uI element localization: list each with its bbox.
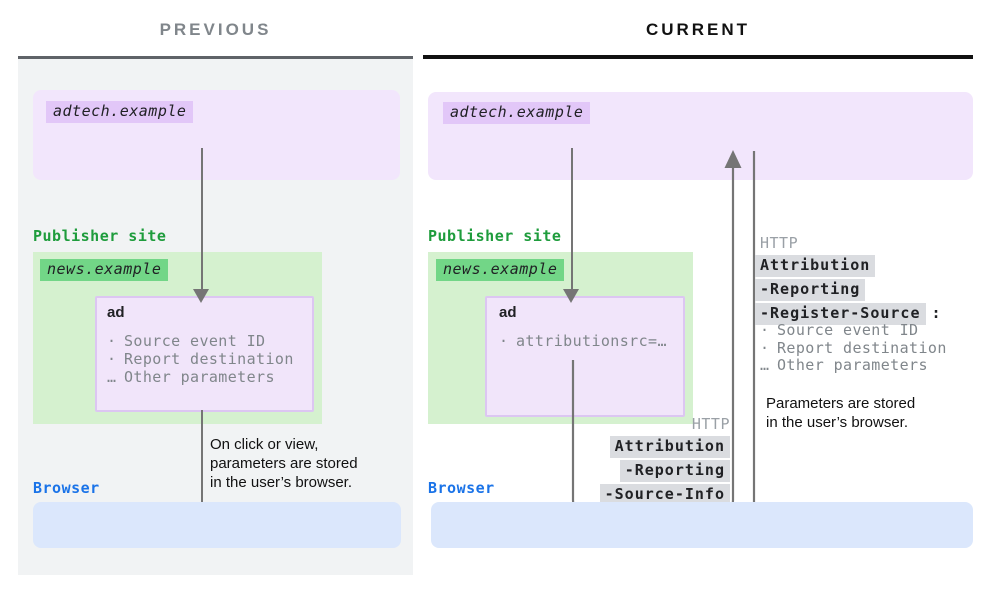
current-ad-params: · attributionsrc=…	[499, 332, 667, 350]
previous-arrow-adtech-to-ad-line	[201, 148, 203, 289]
param-text: Other parameters	[124, 368, 275, 386]
param-row: · attributionsrc=…	[499, 332, 667, 350]
param-text: attributionsrc=…	[516, 332, 667, 350]
previous-column-title: PREVIOUS	[159, 20, 272, 39]
bullet-marker: ·	[107, 332, 117, 350]
previous-divider-rule	[18, 56, 413, 59]
header-colon: :	[931, 304, 941, 322]
header-line: -Register-Source	[755, 303, 926, 325]
current-column-title: CURRENT	[645, 20, 751, 39]
current-browser-label: Browser	[428, 479, 495, 497]
previous-adtech-box: adtech.example	[33, 90, 400, 180]
current-arrow-adtech-to-ad-line	[571, 148, 573, 289]
source-info-request-label: HTTP Attribution -Reporting -Source-Info	[530, 415, 730, 506]
param-row: · Source event ID	[107, 332, 294, 350]
previous-arrow-adtech-to-ad-head	[193, 289, 209, 303]
previous-ad-title: ad	[107, 304, 125, 321]
current-adtech-domain-label: adtech.example	[443, 102, 591, 124]
header-line: -Reporting	[755, 279, 866, 301]
param-text: Report destination	[124, 350, 294, 368]
previous-publisher-site-label: Publisher site	[33, 227, 167, 245]
bullet-marker: ·	[760, 321, 770, 339]
http-protocol-label: HTTP	[691, 415, 730, 433]
previous-browser-label: Browser	[33, 479, 100, 497]
current-adtech-box: adtech.example	[428, 92, 973, 180]
previous-ad-params: · Source event ID · Report destination ……	[107, 332, 294, 386]
current-ad-title: ad	[499, 304, 517, 321]
current-news-domain-label: news.example	[436, 259, 565, 281]
current-publisher-site-label: Publisher site	[428, 227, 562, 245]
header-line: -Source-Info	[599, 484, 730, 506]
param-text: Report destination	[777, 338, 947, 357]
bullet-marker: ·	[107, 350, 117, 368]
current-ad-box: ad · attributionsrc=…	[485, 296, 685, 417]
http-protocol-label: HTTP	[760, 234, 799, 252]
register-source-params: · Source event ID · Report destination ……	[760, 321, 947, 375]
bullet-marker: ·	[760, 338, 770, 357]
note-line: parameters are stored	[210, 455, 358, 472]
register-source-request-label: HTTP Attribution -Reporting -Register-So…	[755, 234, 985, 325]
previous-flow-note: On click or view, parameters are stored …	[210, 435, 358, 492]
current-arrow-adtech-to-ad-head	[563, 289, 579, 303]
current-stored-note: Parameters are stored in the user’s brow…	[766, 394, 915, 432]
note-line: Parameters are stored	[766, 395, 916, 412]
previous-browser-box	[33, 502, 401, 548]
header-line: -Reporting	[619, 460, 730, 482]
previous-arrow-ad-to-browser-line	[201, 410, 203, 502]
bullet-marker: ·	[499, 332, 509, 350]
previous-news-domain-label: news.example	[40, 259, 169, 281]
current-browser-box	[431, 502, 973, 548]
current-divider-rule	[423, 55, 973, 59]
param-text: Other parameters	[777, 356, 928, 374]
param-row: … Other parameters	[760, 356, 947, 375]
param-row: … Other parameters	[107, 368, 294, 386]
previous-adtech-domain-label: adtech.example	[46, 101, 194, 123]
note-line: On click or view,	[210, 436, 319, 453]
header-line: Attribution	[755, 255, 876, 277]
param-text: Source event ID	[124, 332, 266, 350]
ellipsis-marker: …	[760, 356, 770, 374]
param-row: · Source event ID	[760, 321, 947, 340]
previous-ad-box: ad · Source event ID · Report destinatio…	[95, 296, 314, 412]
header-line: Attribution	[609, 436, 730, 458]
note-line: in the user’s browser.	[766, 414, 909, 431]
ellipsis-marker: …	[107, 368, 117, 386]
param-row: · Report destination	[760, 338, 947, 358]
note-line: in the user’s browser.	[210, 474, 353, 491]
arrowhead-up-icon	[724, 150, 742, 168]
param-row: · Report destination	[107, 350, 294, 368]
param-text: Source event ID	[777, 321, 919, 339]
